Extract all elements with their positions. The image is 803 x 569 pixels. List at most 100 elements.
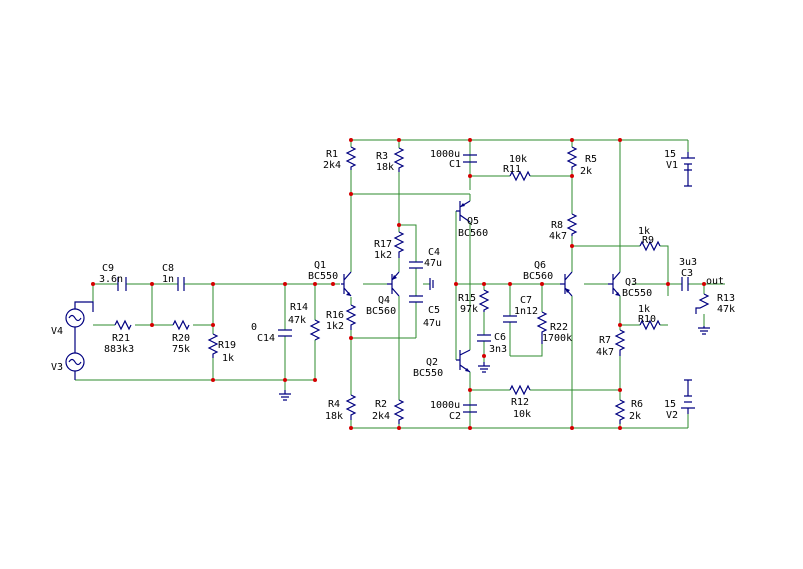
label-c1-ref: C1 — [449, 159, 461, 170]
capacitor-c1 — [463, 154, 477, 163]
label-c3-value: 3u3 — [679, 257, 697, 268]
label-c14-value: 0 — [251, 322, 257, 333]
label-v1-value: 15 — [664, 149, 676, 160]
label-c5-ref: C5 — [428, 305, 440, 316]
sources — [65, 152, 695, 414]
label-c9-ref: C9 — [102, 263, 114, 274]
label-q3-value: BC550 — [622, 288, 652, 299]
label-q5-ref: Q5 — [467, 216, 479, 227]
label-r17-ref: R17 — [374, 239, 392, 250]
label-r5-value: 2k — [580, 166, 592, 177]
resistor-r20 — [172, 319, 190, 331]
label-r15-ref: R15 — [458, 293, 476, 304]
dc-source-v1 — [681, 152, 695, 187]
label-c2-value: 1000u — [430, 400, 460, 411]
label-q5-value: BC560 — [458, 228, 488, 239]
label-r4-value: 18k — [325, 411, 343, 422]
dc-source-v2 — [681, 379, 695, 414]
label-out-net: out — [706, 276, 724, 287]
resistors — [114, 146, 710, 424]
resistor-r5 — [566, 146, 578, 170]
label-r14-value: 47k — [288, 315, 306, 326]
label-r5-ref: R5 — [585, 154, 597, 165]
label-r3-ref: R3 — [376, 151, 388, 162]
resistor-r22 — [536, 311, 548, 344]
capacitor-c7 — [503, 315, 517, 323]
resistor-r9 — [639, 240, 661, 252]
resistor-r16 — [345, 304, 357, 330]
resistor-r4 — [345, 394, 357, 420]
resistor-r3 — [393, 147, 405, 172]
label-r16-ref: R16 — [326, 310, 344, 321]
label-v2-value: 15 — [664, 399, 676, 410]
transistor-q6 — [560, 271, 573, 297]
ac-source-v3 — [65, 327, 85, 380]
label-c8-ref: C8 — [162, 263, 174, 274]
capacitor-c6 — [477, 334, 491, 342]
resistor-r13 — [695, 293, 710, 314]
labels: R1 2k4 R3 18k 1000u C1 10k R11 R5 2k 15 … — [51, 149, 735, 422]
label-q2-value: BC550 — [413, 368, 443, 379]
label-q6-ref: Q6 — [534, 260, 546, 271]
label-c4-value: 47u — [424, 258, 442, 269]
label-r19-ref: R19 — [218, 340, 236, 351]
label-r13-ref: R13 — [717, 293, 735, 304]
resistor-r17 — [393, 231, 405, 258]
label-r1-value: 2k4 — [323, 160, 341, 171]
ac-source-v4 — [65, 301, 94, 328]
label-r7-value: 4k7 — [596, 347, 614, 358]
label-q4-value: BC560 — [366, 306, 396, 317]
label-c1-value: 1000u — [430, 149, 460, 160]
label-r22-value: 1700k — [542, 333, 572, 344]
transistor-q1 — [341, 271, 352, 297]
label-r22-ref: R22 — [550, 322, 568, 333]
label-r12-ref: R12 — [511, 397, 529, 408]
label-r9-ref: R9 — [642, 235, 654, 246]
label-r20-ref: R20 — [172, 333, 190, 344]
label-q4-ref: Q4 — [378, 295, 390, 306]
label-v2-ref: V2 — [666, 410, 678, 421]
label-c14-ref: C14 — [257, 333, 275, 344]
label-r1-ref: R1 — [326, 149, 338, 160]
resistor-r1 — [345, 146, 357, 170]
label-c8-value: 1n — [162, 274, 174, 285]
transistor-q2 — [456, 349, 471, 373]
capacitor-c2 — [463, 404, 477, 413]
label-r4-ref: R4 — [328, 399, 340, 410]
label-c5-value: 47u — [423, 318, 441, 329]
capacitor-c3 — [681, 277, 689, 291]
transistor-q3 — [608, 271, 621, 297]
label-r10-ref: R10 — [638, 314, 656, 325]
label-r6-value: 2k — [629, 411, 641, 422]
label-r17-value: 1k2 — [374, 250, 392, 261]
label-c3-ref: C3 — [681, 268, 693, 279]
label-r13-value: 47k — [717, 304, 735, 315]
resistor-r12 — [509, 384, 531, 396]
label-r21-ref: R21 — [112, 333, 130, 344]
capacitor-c14 — [278, 329, 292, 337]
resistor-r10 — [639, 319, 661, 331]
label-q3-ref: Q3 — [625, 277, 637, 288]
label-r8-value: 4k7 — [549, 231, 567, 242]
label-c4-ref: C4 — [428, 247, 440, 258]
label-r2-ref: R2 — [375, 399, 387, 410]
label-c7-value: 1n12 — [514, 306, 538, 317]
label-r12-value: 10k — [513, 409, 531, 420]
capacitors — [117, 154, 689, 413]
capacitor-c4 — [409, 261, 423, 269]
label-r6-ref: R6 — [631, 399, 643, 410]
capacitor-c8 — [177, 277, 185, 291]
resistor-r2 — [393, 399, 405, 424]
resistor-r15 — [478, 289, 490, 312]
label-q2-ref: Q2 — [426, 357, 438, 368]
resistor-r7 — [614, 329, 626, 356]
capacitor-c5 — [409, 295, 423, 303]
resistor-r21 — [114, 319, 132, 331]
label-v1-ref: V1 — [666, 160, 678, 171]
label-v3-ref: V3 — [51, 362, 63, 373]
label-c6-value: 3n3 — [489, 344, 507, 355]
label-r7-ref: R7 — [599, 335, 611, 346]
label-r2-value: 2k4 — [372, 411, 390, 422]
